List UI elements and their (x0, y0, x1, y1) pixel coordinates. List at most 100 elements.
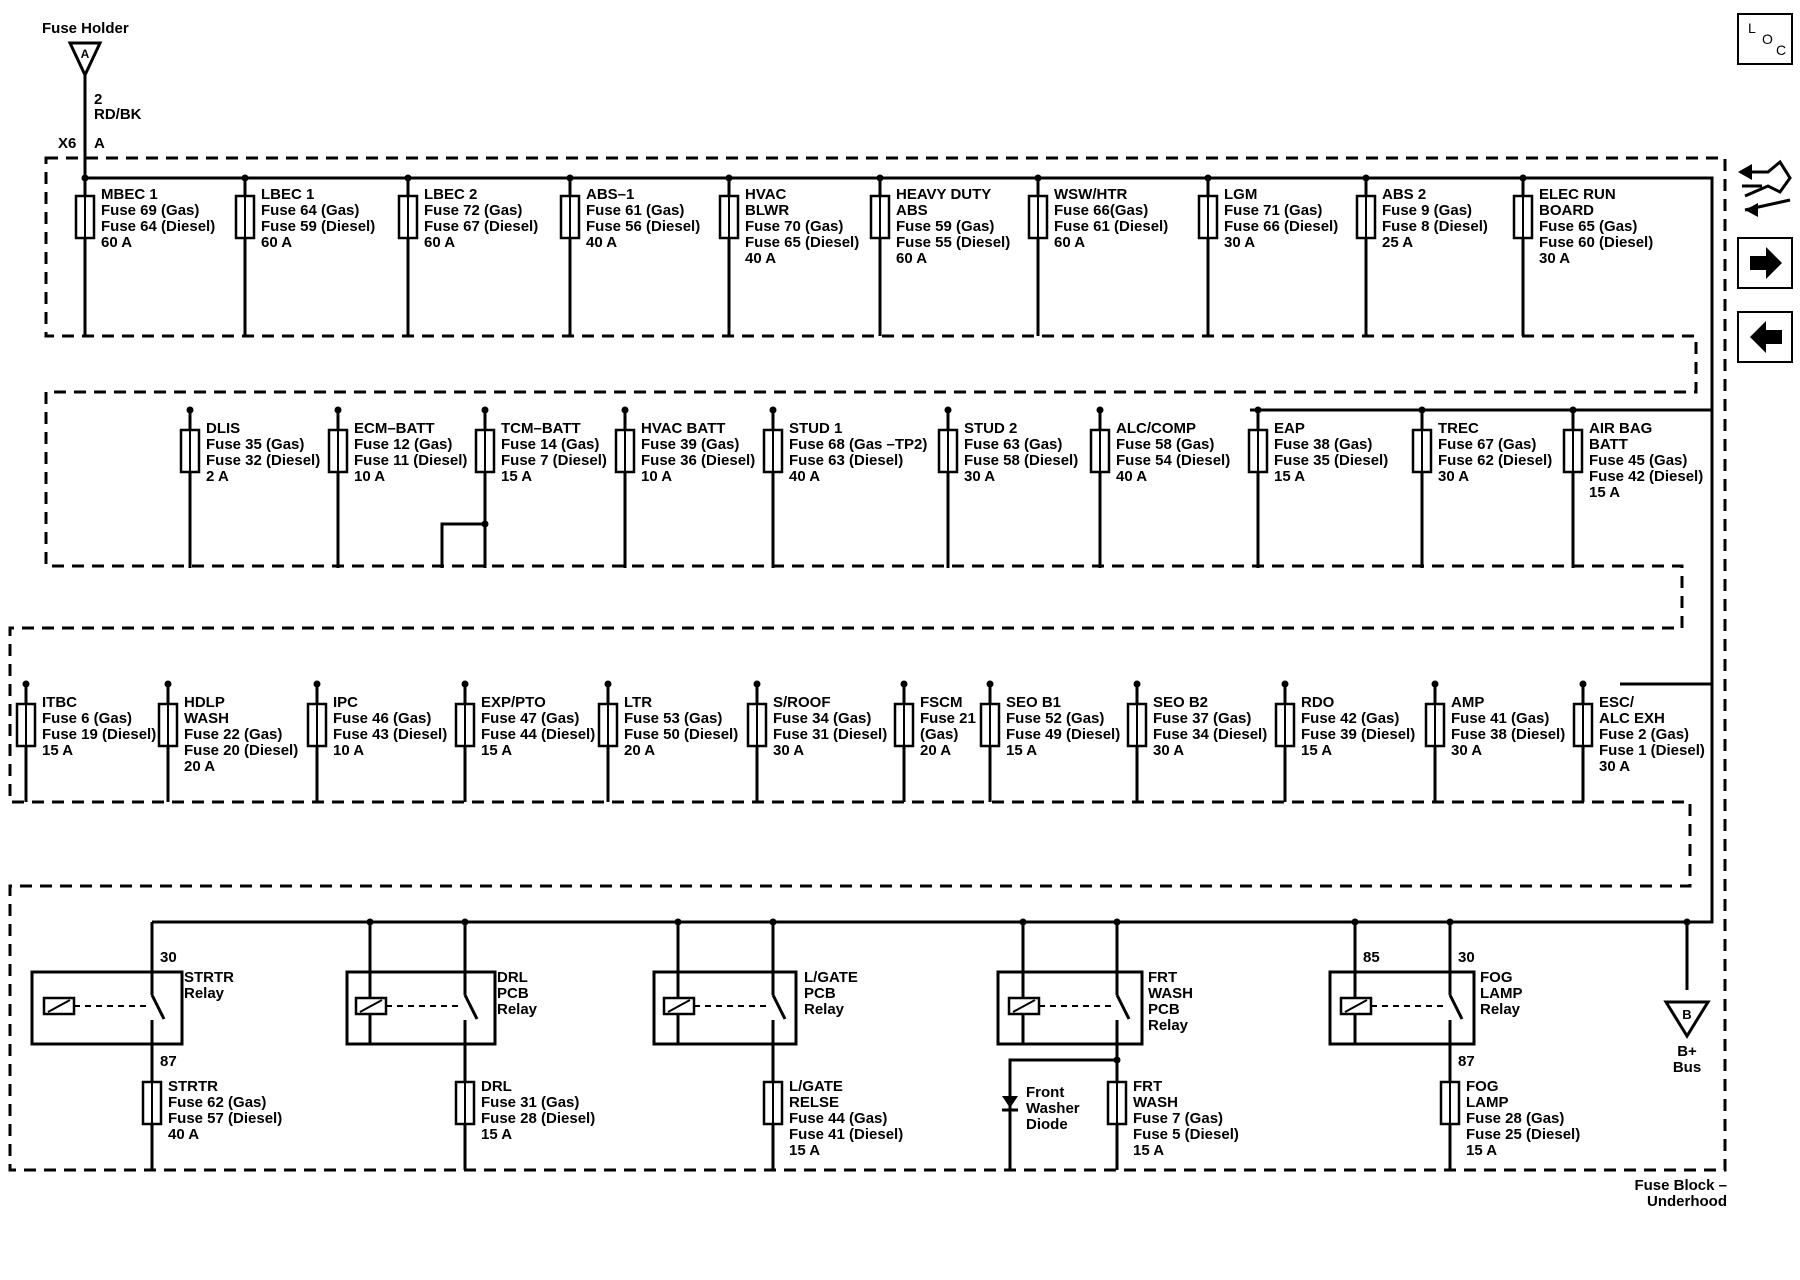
row4-fuse-3-label-2: RELSE (789, 1094, 839, 1111)
row1-fuse-7-label-3: Fuse 61 (Diesel) (1054, 218, 1168, 235)
row2-fuse-1-label-1: DLIS (206, 420, 240, 437)
row1-fuse-6-label-2: ABS (896, 202, 928, 219)
relay-5-label-2: LAMP (1480, 985, 1523, 1002)
row4-fuse-2-label-1: DRL (481, 1078, 512, 1095)
row3-fuse-12-label-2: ALC EXH (1599, 710, 1665, 727)
row2-fuse-5-label-4: 40 A (789, 468, 820, 485)
row3-fuse-2-label-1: HDLP (184, 694, 225, 711)
row4-fuse-5-label-4: Fuse 25 (Diesel) (1466, 1126, 1580, 1143)
row3-fuse-3-label-2: Fuse 46 (Gas) (333, 710, 431, 727)
row4-fuse-2-label-2: Fuse 31 (Gas) (481, 1094, 579, 1111)
loc-icon[interactable]: L O C (1737, 13, 1793, 65)
relay-4-label-4: Relay (1148, 1017, 1189, 1034)
row2-fuse-6-label-1: STUD 2 (964, 420, 1017, 437)
row2-fuse-2-label-2: Fuse 12 (Gas) (354, 436, 452, 453)
row2-fuse-5-label-2: Fuse 68 (Gas –TP2) (789, 436, 927, 453)
row4-fuse-5-label-5: 15 A (1466, 1142, 1497, 1159)
row4-fuse-1-label-3: Fuse 57 (Diesel) (168, 1110, 282, 1127)
row1-fuse-5-label-5: 40 A (745, 250, 776, 267)
relay-3-label-1: L/GATE (804, 969, 858, 986)
row2-fuse-6-label-3: Fuse 58 (Diesel) (964, 452, 1078, 469)
row1-fuse-10-label-1: ELEC RUN (1539, 186, 1616, 203)
row1-fuse-7-label-4: 60 A (1054, 234, 1085, 251)
diode-label-3: Diode (1026, 1116, 1068, 1133)
connector-swap-icon[interactable] (1738, 159, 1792, 217)
connector-a-triangle (67, 41, 103, 79)
row1-fuse-4-label-3: Fuse 56 (Diesel) (586, 218, 700, 235)
row4-fuse-5-label-2: LAMP (1466, 1094, 1509, 1111)
row2-fuse-8-label-2: Fuse 38 (Gas) (1274, 436, 1372, 453)
row2-fuse-9-label-4: 30 A (1438, 468, 1469, 485)
row3-fuse-12-label-1: ESC/ (1599, 694, 1635, 711)
row4-fuse-3-label-5: 15 A (789, 1142, 820, 1159)
row2-fuse-4-label-3: Fuse 36 (Diesel) (641, 452, 755, 469)
row2-fuse-1-label-2: Fuse 35 (Gas) (206, 436, 304, 453)
tcm-batt-jumper (440, 522, 485, 568)
diode-label-2: Washer (1026, 1100, 1080, 1117)
row3-fuse-12-label-5: 30 A (1599, 758, 1630, 775)
relay-4-label-1: FRT (1148, 969, 1177, 986)
row4-fuse-4-label-1: FRT (1133, 1078, 1162, 1095)
relay-5-pin-top: 30 (1458, 949, 1475, 966)
relay-5-label-1: FOG (1480, 969, 1513, 986)
previous-page-icon[interactable] (1737, 311, 1793, 363)
row4-fuse-5-label-3: Fuse 28 (Gas) (1466, 1110, 1564, 1127)
row3-fuse-4-label-3: Fuse 44 (Diesel) (481, 726, 595, 743)
row1-fuse-10-label-4: Fuse 60 (Diesel) (1539, 234, 1653, 251)
row2-fuse-3-label-2: Fuse 14 (Gas) (501, 436, 599, 453)
row4-fuse-3-label-1: L/GATE (789, 1078, 843, 1095)
next-page-icon[interactable] (1737, 237, 1793, 289)
row1-fuse-9-label-1: ABS 2 (1382, 186, 1426, 203)
row3-fuse-5-label-3: Fuse 50 (Diesel) (624, 726, 738, 743)
row4-fuse-3-label-4: Fuse 41 (Diesel) (789, 1126, 903, 1143)
relay-5-label-3: Relay (1480, 1001, 1521, 1018)
row3-fuse-11-label-2: Fuse 41 (Gas) (1451, 710, 1549, 727)
row3-fuse-10-label-3: Fuse 39 (Diesel) (1301, 726, 1415, 743)
row3-fuse-6-label-2: Fuse 34 (Gas) (773, 710, 871, 727)
